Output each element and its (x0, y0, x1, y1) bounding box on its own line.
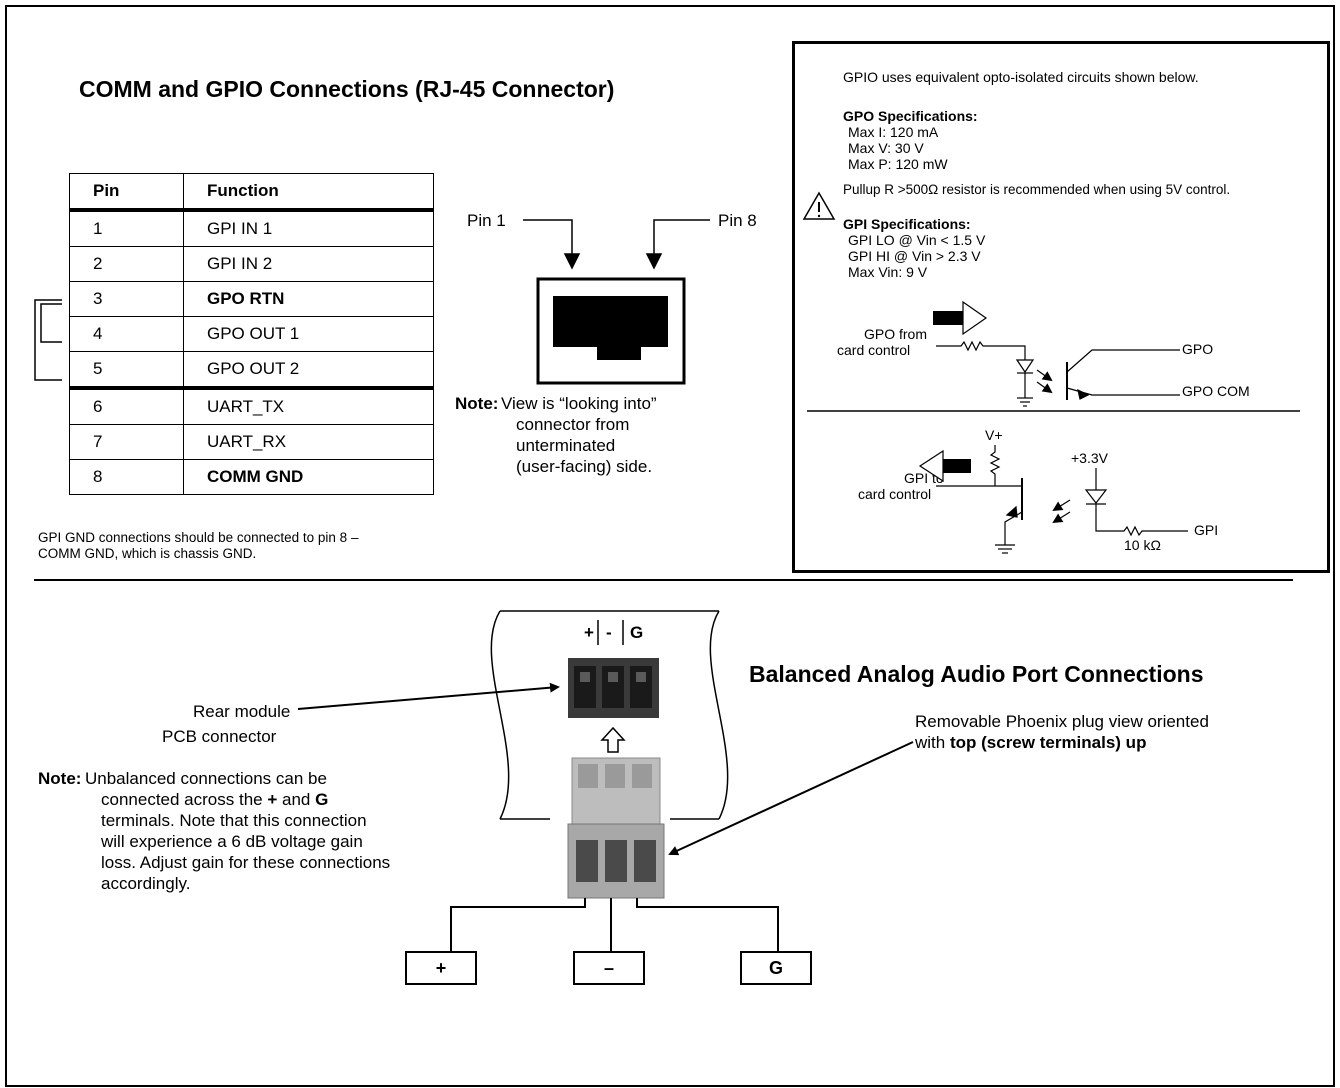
rj45-note-line: connector from (516, 415, 630, 434)
pin8-label: Pin 8 (718, 211, 757, 230)
pin-number: 7 (69, 424, 184, 460)
gpi-label: GPI (1194, 522, 1219, 538)
table-row: 2 GPI IN 2 (69, 246, 434, 282)
table-footnote: GPI GND connections should be connected … (38, 530, 358, 562)
gpio-spec-box (792, 41, 1330, 573)
pin-function: GPO OUT 1 (183, 316, 434, 352)
gpo-com-label: GPO COM (1182, 383, 1250, 399)
audio-note-line: will experience a 6 dB voltage gain (101, 832, 363, 851)
gpo-out-label: GPO (1182, 341, 1214, 357)
table-row: 4 GPO OUT 1 (69, 316, 434, 352)
table-row: 5 GPO OUT 2 (69, 351, 434, 390)
pin-number: 4 (69, 316, 184, 352)
pin1-arrow (523, 219, 581, 270)
phoenix-plug-label-bold: top (screw terminals) up (949, 733, 1147, 752)
v33-label: +3.3V (1071, 450, 1108, 466)
pin-label-plus: + (584, 623, 594, 642)
gpi-circuit (918, 445, 1188, 554)
pullup-note: Pullup R >500Ω resistor is recommended w… (843, 182, 1231, 197)
terminal-g: G (740, 951, 812, 985)
pin-number: 3 (69, 281, 184, 317)
gpo-input-label: GPO from (857, 326, 927, 342)
footnote-line: GPI GND connections should be connected … (38, 530, 359, 545)
up-arrow-icon (600, 726, 626, 753)
pin-label-g: G (630, 623, 644, 642)
rj45-connector-icon (536, 277, 686, 385)
audio-note-line: connected across the + and G (101, 789, 328, 810)
pin-number: 8 (69, 459, 184, 495)
pin-number: 1 (69, 209, 184, 247)
gpo-spec-line: Max I: 120 mA (848, 124, 939, 140)
resistor-label: 10 kΩ (1124, 537, 1161, 553)
table-row: 7 UART_RX (69, 424, 434, 460)
pin-function: UART_TX (183, 387, 434, 425)
rear-module-label-line: Rear module (193, 702, 291, 721)
terminal-wires (450, 898, 779, 951)
pin8-arrow (645, 219, 710, 270)
pin-function: GPO RTN (183, 281, 434, 317)
audio-note-line: accordingly. (101, 874, 191, 893)
pin1-label: Pin 1 (467, 211, 506, 230)
audio-note-line: loss. Adjust gain for these connections (101, 853, 391, 872)
pcb-connector-icon (568, 658, 659, 718)
rj45-note-line: (user-facing) side. (516, 457, 653, 476)
gpi-spec-line: Max Vin: 9 V (848, 264, 928, 280)
rear-panel-outline (490, 610, 729, 820)
audio-note-label: Note: (38, 769, 82, 788)
gpo-spec-line: Max P: 120 mW (848, 156, 948, 172)
table-header-function: Function (183, 173, 434, 212)
pin-label-minus: - (606, 623, 612, 642)
gpi-spec-line: GPI LO @ Vin < 1.5 V (848, 232, 986, 248)
footnote-line: COMM GND, which is chassis GND. (38, 546, 257, 561)
pin-number: 5 (69, 351, 184, 390)
audio-note-seg: G (315, 790, 329, 809)
phoenix-plug-label-prefix: with (915, 733, 950, 752)
gpo-bracket (34, 299, 62, 381)
comm-section-title: COMM and GPIO Connections (RJ-45 Connect… (79, 76, 615, 102)
gpo-spec-title: GPO Specifications: (843, 108, 978, 124)
pin-label-separators (597, 620, 624, 645)
table-header-row: Pin Function (69, 173, 434, 212)
phoenix-plug-icon (567, 757, 665, 899)
gpo-input-label-line: GPO from (863, 326, 927, 342)
table-row: 8 COMM GND (69, 459, 434, 495)
table-row: 3 GPO RTN (69, 281, 434, 317)
gpi-spec-line: GPI HI @ Vin > 2.3 V (848, 248, 981, 264)
audio-note-line: terminals. Note that this connection (101, 811, 367, 830)
gpo-spec-line: Max V: 30 V (848, 140, 924, 156)
gpi-input-label-line: card control (858, 486, 932, 502)
table-row: 6 UART_TX (69, 387, 434, 425)
rj45-note-label: Note: (455, 394, 499, 413)
audio-note-seg: and (277, 790, 316, 809)
audio-note-seg: + (267, 790, 278, 809)
rear-module-label-line: PCB connector (162, 727, 277, 746)
pin-function: UART_RX (183, 424, 434, 460)
gpi-spec-title: GPI Specifications: (843, 216, 971, 232)
warning-triangle-icon (802, 191, 836, 220)
pinout-table: Pin Function 1 GPI IN 1 2 GPI IN 2 3 GPO… (69, 173, 434, 495)
rear-module-pointer (297, 682, 560, 710)
rj45-note-line: View is “looking into” (501, 394, 657, 413)
phoenix-plug-label-line1: Removable Phoenix plug view oriented (915, 712, 1209, 731)
pin-number: 2 (69, 246, 184, 282)
phoenix-plug-pointer (668, 741, 914, 856)
rj45-note-line: unterminated (516, 436, 616, 455)
pin-function: GPO OUT 2 (183, 351, 434, 390)
vplus-label: V+ (985, 427, 1003, 443)
gpo-input-label-line: card control (837, 342, 911, 358)
terminal-minus: – (573, 951, 645, 985)
audio-note-seg: connected across the (101, 790, 268, 809)
pin-function: COMM GND (183, 459, 434, 495)
gpio-intro: GPIO uses equivalent opto-isolated circu… (843, 69, 1199, 85)
audio-note-line: Unbalanced connections can be (85, 769, 327, 788)
gpo-circuit (933, 300, 1180, 407)
terminal-plus: + (405, 951, 477, 985)
phoenix-plug-label-line2: with top (screw terminals) up (915, 732, 1146, 753)
audio-section-title: Balanced Analog Audio Port Connections (749, 661, 1204, 687)
table-header-pin: Pin (69, 173, 184, 212)
diagram-frame (5, 5, 1335, 1087)
